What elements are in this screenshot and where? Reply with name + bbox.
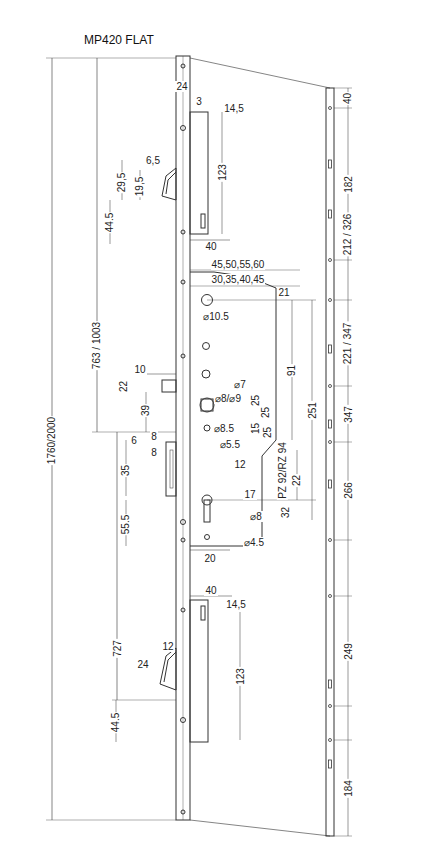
dimension-label: 14,5 <box>223 103 244 114</box>
dimension-label: 40 <box>204 241 217 252</box>
dimension-label: 249 <box>343 642 354 661</box>
dimension-label: 40 <box>343 91 354 104</box>
dimension-label: 266 <box>343 481 354 500</box>
dimension-label: ⌀5.5 <box>219 439 241 450</box>
dimension-label: 25 <box>261 405 272 418</box>
dimension-label: 22 <box>119 379 130 392</box>
dimension-label: 14,5 <box>225 599 246 610</box>
dimension-label: 29,5 <box>117 171 128 192</box>
dimension-label: 44.5 <box>105 211 116 232</box>
dimension-label: 10 <box>133 364 146 375</box>
dimension-label: 12 <box>161 641 174 652</box>
dimension-label: PZ 92/RZ 94 <box>276 441 287 500</box>
dimension-label: 184 <box>343 779 354 798</box>
dimension-label: 44.5 <box>111 711 122 732</box>
dimension-label: 221 / 347 <box>343 321 354 365</box>
dimension-label: 182 <box>343 175 354 194</box>
dimension-label: 6,5 <box>145 155 161 166</box>
dimension-label: 24 <box>175 81 188 92</box>
dimension-label: 12 <box>233 459 246 470</box>
dimension-label: 39 <box>141 403 152 416</box>
dimension-label: 15 <box>251 421 262 434</box>
dimension-label: ⌀8/⌀9 <box>214 393 242 404</box>
dimension-label: 251 <box>307 401 318 420</box>
dimension-label: 35 <box>121 463 132 476</box>
dimension-label: 25 <box>263 425 274 438</box>
dimension-label: 19,5 <box>135 175 146 196</box>
dimension-label: 24 <box>136 659 149 670</box>
dimension-label: 25 <box>251 393 262 406</box>
drawing-title: MP420 FLAT <box>84 33 154 47</box>
dimension-label: 8 <box>150 447 158 458</box>
dimension-label: ⌀8 <box>249 511 263 522</box>
dimension-label: 763 / 1003 <box>91 320 102 369</box>
dimension-label: 40 <box>204 585 217 596</box>
dimension-label: 3 <box>195 96 203 107</box>
dimension-label: ⌀8.5 <box>213 423 235 434</box>
dimension-label: 22 <box>292 473 303 486</box>
dimension-label: 1760/2000 <box>47 415 58 464</box>
dimension-label: 8 <box>150 431 158 442</box>
dimension-label: 123 <box>235 667 246 686</box>
dimension-label: 212 / 326 <box>343 212 354 256</box>
dimension-label: 20 <box>203 553 216 564</box>
dimension-label: ⌀7 <box>233 379 247 390</box>
dimension-label: 32 <box>281 505 292 518</box>
dimension-label: 30,35,40,45 <box>211 274 266 285</box>
dimension-label: 91 <box>287 363 298 376</box>
dimension-label: 17 <box>243 489 256 500</box>
dimension-label: 6 <box>130 435 138 446</box>
dimension-label: ⌀10.5 <box>202 311 229 322</box>
dimension-label: 55.5 <box>121 513 132 534</box>
dimension-label: 45,50,55,60 <box>211 259 266 270</box>
dimension-label: 727 <box>112 639 123 658</box>
dimension-label: 21 <box>277 287 290 298</box>
dimension-label: 347 <box>343 405 354 424</box>
dimension-label: 123 <box>217 163 228 182</box>
dimension-label: ⌀4.5 <box>243 537 265 548</box>
